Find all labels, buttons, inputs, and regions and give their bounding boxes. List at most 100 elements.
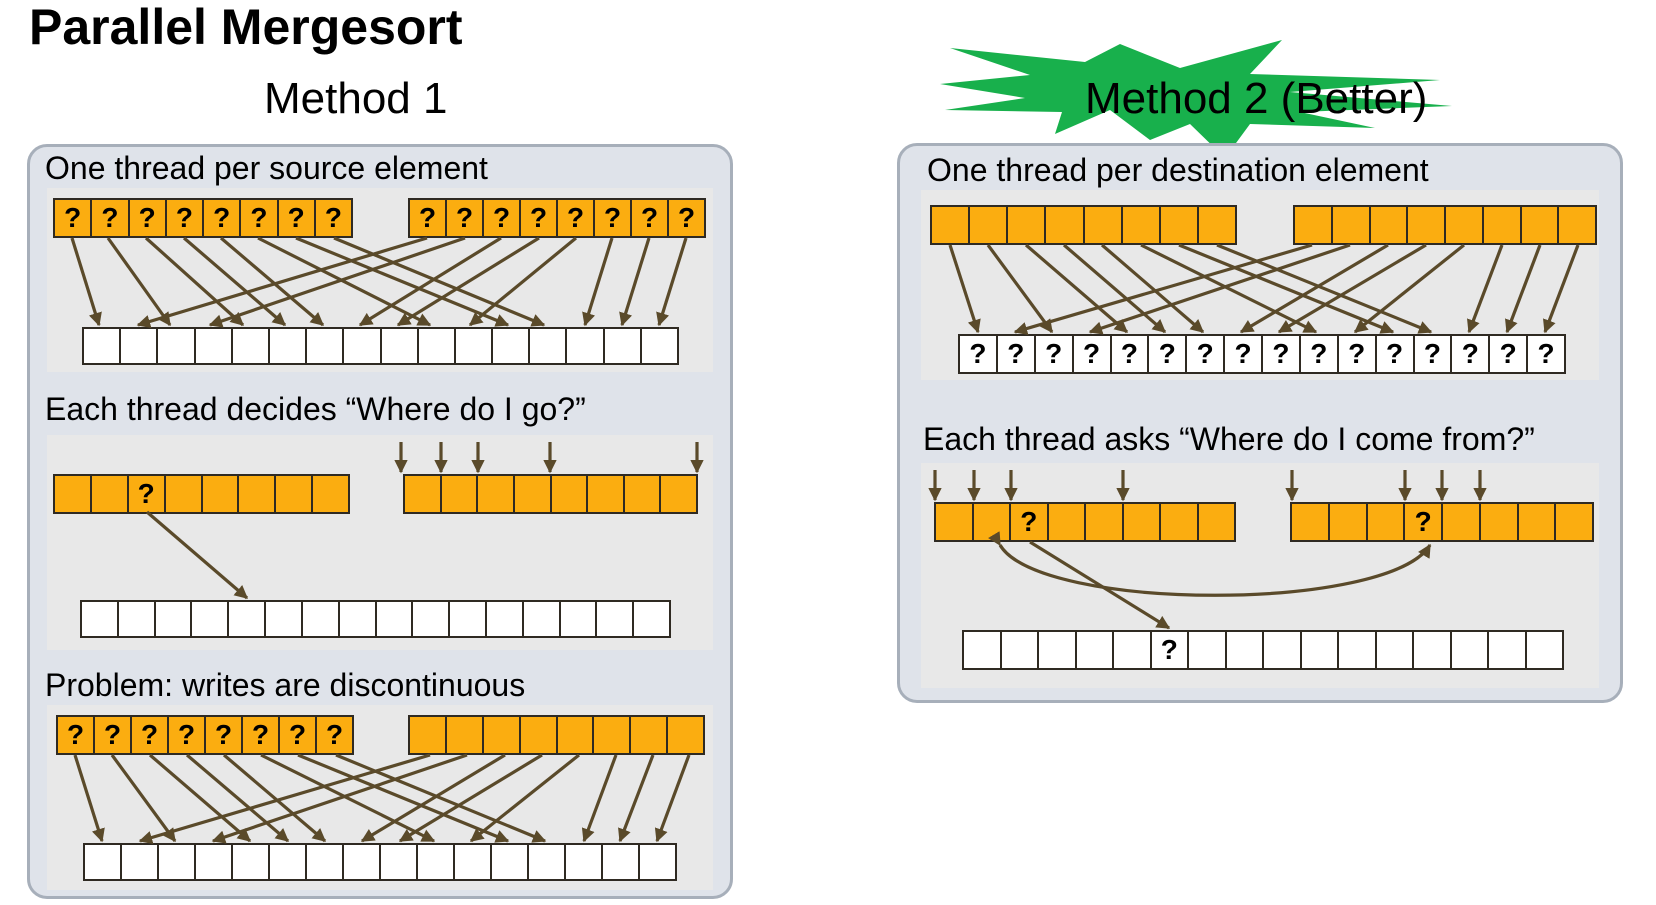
source-cell <box>588 476 625 512</box>
dest-cell <box>455 329 494 363</box>
dest-cell <box>85 845 122 879</box>
dest-cell <box>196 845 233 879</box>
dest-cell <box>1376 632 1414 668</box>
source-cell <box>1123 504 1161 540</box>
dest-cell <box>1301 632 1339 668</box>
m1-d1-source-row-right: ? ? ? ? ? ? ? ? <box>408 198 706 238</box>
m2-d1-dest-row: ???? ???? ???? ???? <box>958 334 1566 374</box>
dest-cell <box>1114 632 1152 668</box>
dest-cell <box>84 329 122 363</box>
source-cell: ? <box>204 200 242 236</box>
dest-cell <box>604 329 642 363</box>
source-cell: ? <box>129 200 167 236</box>
dest-cell: ? <box>1414 336 1453 372</box>
dest-cell: ? <box>1300 336 1339 372</box>
dest-cell: ? <box>1338 336 1377 372</box>
dest-cell: ? <box>997 336 1036 372</box>
dest-cell <box>450 602 487 636</box>
source-cell <box>514 476 552 512</box>
source-cell <box>55 476 92 512</box>
dest-cell <box>413 602 451 636</box>
dest-cell: ? <box>1187 336 1226 372</box>
source-cell: ? <box>558 200 595 236</box>
dest-cell: ? <box>1490 336 1529 372</box>
source-cell <box>405 476 442 512</box>
source-cell: ? <box>484 200 521 236</box>
source-cell: ? <box>278 200 316 236</box>
dest-cell <box>307 845 344 879</box>
dest-cell <box>567 329 605 363</box>
dest-cell <box>381 845 418 879</box>
dest-cell <box>603 845 640 879</box>
source-cell <box>1048 504 1086 540</box>
source-cell: ? <box>315 200 351 236</box>
source-cell <box>624 476 662 512</box>
source-cell <box>557 717 595 753</box>
source-cell <box>1295 207 1333 243</box>
m1-d1-dest-row <box>82 327 679 365</box>
source-cell <box>1483 207 1522 243</box>
dest-cell <box>232 329 270 363</box>
dest-cell <box>597 602 635 636</box>
source-cell <box>668 717 703 753</box>
m1-d3-source-row-left: ? ? ? ? ? ? ? ? <box>56 715 354 755</box>
source-cell: ? <box>669 200 704 236</box>
dest-cell <box>1001 632 1039 668</box>
source-cell: ? <box>280 717 317 753</box>
source-cell: ? <box>132 717 169 753</box>
source-cell <box>441 476 479 512</box>
source-cell <box>1198 504 1234 540</box>
dest-cell <box>1039 632 1077 668</box>
dest-cell <box>344 845 381 879</box>
dest-cell <box>307 329 345 363</box>
source-cell: ? <box>241 200 279 236</box>
dest-cell: ? <box>1035 336 1074 372</box>
method2-label-one-thread: One thread per destination element <box>927 152 1429 188</box>
dest-cell <box>641 329 677 363</box>
source-cell <box>1046 207 1085 243</box>
source-cell <box>631 717 669 753</box>
source-cell: ? <box>317 717 352 753</box>
source-cell <box>520 717 558 753</box>
source-cell <box>1480 504 1519 540</box>
dest-cell <box>486 602 524 636</box>
source-cell: ? <box>410 200 447 236</box>
dest-cell <box>192 602 230 636</box>
dest-cell: ? <box>1225 336 1263 372</box>
dest-cell <box>159 845 196 879</box>
m1-d2-dest-row <box>80 600 671 638</box>
source-cell: ? <box>243 717 280 753</box>
source-cell <box>1521 207 1560 243</box>
dest-cell <box>82 602 119 636</box>
method1-label-each-thread: Each thread decides “Where do I go?” <box>45 391 586 427</box>
dest-cell <box>418 329 456 363</box>
source-cell <box>1122 207 1161 243</box>
source-cell <box>661 476 696 512</box>
source-cell <box>970 207 1009 243</box>
dest-cell <box>455 845 492 879</box>
dest-cell <box>269 329 308 363</box>
source-cell: ? <box>521 200 558 236</box>
dest-cell <box>566 845 603 879</box>
dest-cell <box>418 845 455 879</box>
dest-cell <box>1189 632 1227 668</box>
page-title: Parallel Mergesort <box>29 0 463 55</box>
source-cell <box>594 717 632 753</box>
dest-cell <box>339 602 377 636</box>
source-cell <box>1198 207 1235 243</box>
dest-cell <box>233 845 270 879</box>
dest-cell <box>118 602 156 636</box>
source-cell: ? <box>166 200 204 236</box>
dest-cell <box>523 602 561 636</box>
source-cell <box>1292 504 1330 540</box>
dest-cell <box>229 602 267 636</box>
dest-cell <box>492 845 529 879</box>
dest-cell <box>155 602 193 636</box>
source-cell <box>1518 504 1557 540</box>
dest-cell <box>1264 632 1302 668</box>
dest-cell <box>634 602 669 636</box>
m2-d2-source-row-right: ? <box>1290 502 1594 542</box>
source-cell <box>446 717 484 753</box>
dest-cell: ? <box>1149 336 1188 372</box>
source-cell <box>276 476 314 512</box>
